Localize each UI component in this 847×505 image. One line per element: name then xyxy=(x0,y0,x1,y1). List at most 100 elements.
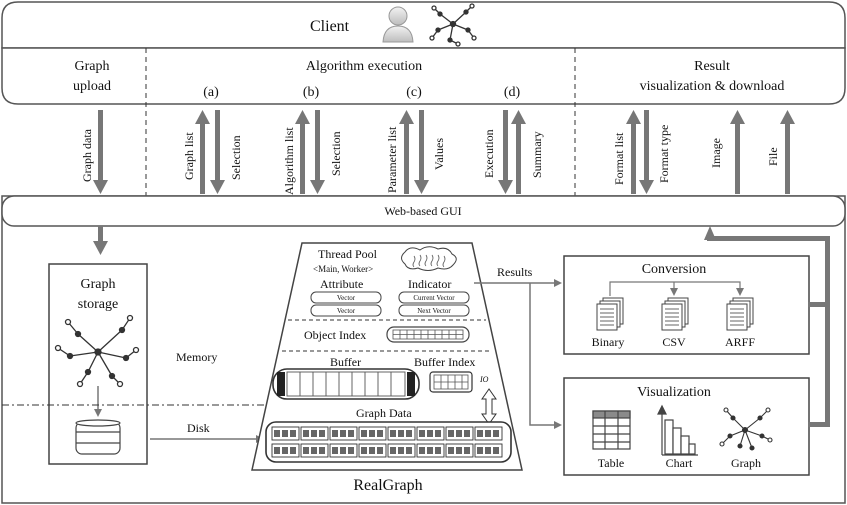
graph-data-cell xyxy=(369,430,375,437)
graph-data-cell xyxy=(282,430,288,437)
database-icon xyxy=(75,419,121,455)
graph-data-cell xyxy=(493,447,499,454)
client-title: Client xyxy=(310,18,350,35)
graph-data-cell xyxy=(390,447,396,454)
client-panel: Client xyxy=(1,1,846,49)
buffer-block xyxy=(272,368,420,400)
user-icon xyxy=(382,6,414,43)
graph-data-cell xyxy=(464,430,470,437)
buffer-index-block xyxy=(429,371,473,393)
realgraph-engine: RealGraph Thread Pool <Main, Worker> Att… xyxy=(251,242,523,494)
thread-pool-sub-label: <Main, Worker> xyxy=(313,264,373,274)
graph-data-cell xyxy=(319,430,325,437)
graph-data-cell xyxy=(348,447,354,454)
algorithm-list-arrow xyxy=(295,110,310,194)
results-label: Results xyxy=(497,265,533,279)
graph-data-label: Graph data xyxy=(80,128,94,182)
current-vector-label: Current Vector xyxy=(413,294,455,302)
graph-data-cell xyxy=(319,447,325,454)
graph-data-cell xyxy=(311,430,317,437)
indicator-label: Indicator xyxy=(408,277,451,291)
graph-data-cell xyxy=(477,447,483,454)
network-graph-icon xyxy=(54,314,140,388)
graph-data-cell xyxy=(419,447,425,454)
graph-data-cell xyxy=(427,447,433,454)
summary-label: Summary xyxy=(530,131,544,178)
gui-to-storage-arrow xyxy=(93,226,108,255)
object-index-cells xyxy=(392,329,464,340)
graph-data-cell xyxy=(435,447,441,454)
image-label: Image xyxy=(709,138,723,168)
upper-arrows xyxy=(93,110,795,194)
format-type-arrow xyxy=(639,110,654,194)
graph-data-cell xyxy=(448,430,454,437)
buffer-index-label: Buffer Index xyxy=(414,355,475,369)
conversion-title: Conversion xyxy=(642,262,707,277)
file-icon xyxy=(596,297,624,331)
step-b-label: (b) xyxy=(303,85,320,100)
format-list-label: Format list xyxy=(612,132,626,185)
graph-data-label: Graph Data xyxy=(356,406,412,420)
visualization-box: Visualization xyxy=(563,377,810,476)
format-arff-label: ARFF xyxy=(725,335,755,349)
graph-data-cell xyxy=(456,447,462,454)
graph-list-label: Graph list xyxy=(182,132,196,180)
buffer-label: Buffer xyxy=(330,355,361,369)
file-arrow xyxy=(780,110,795,194)
graph-storage-title-2: storage xyxy=(78,297,118,312)
disk-label: Disk xyxy=(187,421,210,435)
graph-data-cell xyxy=(377,430,383,437)
graph-data-cell xyxy=(464,447,470,454)
graph-data-cell xyxy=(311,447,317,454)
selection-a-label: Selection xyxy=(229,135,243,180)
vis-graph-label: Graph xyxy=(731,456,761,470)
format-type-label: Format type xyxy=(657,125,671,183)
algorithm-list-label: Algorithm list xyxy=(282,127,296,195)
result-label-1: Result xyxy=(694,59,730,74)
graph-data-block xyxy=(265,421,512,463)
graph-data-cell xyxy=(456,430,462,437)
graph-data-cell xyxy=(369,447,375,454)
graph-data-cell xyxy=(361,430,367,437)
file-label: File xyxy=(766,147,780,166)
execution-arrow xyxy=(498,110,513,194)
results-arrows xyxy=(474,279,562,429)
graph-data-cell xyxy=(332,430,338,437)
format-csv-label: CSV xyxy=(662,335,686,349)
graph-data-cell xyxy=(303,430,309,437)
graph-data-cell xyxy=(290,430,296,437)
graph-data-cell xyxy=(427,430,433,437)
vector-1-label: Vector xyxy=(337,294,356,302)
result-label-2: visualization & download xyxy=(640,79,785,94)
bar-chart-icon xyxy=(657,404,698,456)
graph-data-cell xyxy=(435,430,441,437)
graph-data-cell xyxy=(406,447,412,454)
graph-data-cell xyxy=(419,430,425,437)
table-icon xyxy=(592,410,631,450)
step-c-label: (c) xyxy=(406,85,422,100)
selection-a-arrow xyxy=(210,110,225,194)
summary-arrow xyxy=(511,110,526,194)
sections-row: Graph upload Algorithm execution Result … xyxy=(1,47,846,105)
graph-data-cell xyxy=(290,447,296,454)
values-label: Values xyxy=(432,138,446,170)
selection-b-label: Selection xyxy=(329,131,343,176)
next-vector-label: Next Vector xyxy=(417,307,451,315)
vis-chart-label: Chart xyxy=(666,456,693,470)
format-list-arrow xyxy=(626,110,641,194)
step-d-label: (d) xyxy=(504,85,521,100)
conversion-box: Conversion Binary CSV ARFF xyxy=(563,255,810,355)
execution-label: Execution xyxy=(482,129,496,178)
graph-data-cell xyxy=(340,447,346,454)
realgraph-title: RealGraph xyxy=(353,477,422,494)
graph-data-cell xyxy=(493,430,499,437)
graph-data-cell xyxy=(274,430,280,437)
graph-storage-box: Graph storage xyxy=(48,263,148,465)
file-icon xyxy=(661,297,689,331)
step-a-label: (a) xyxy=(203,85,219,100)
graph-upload-label-1: Graph xyxy=(75,59,110,74)
graph-data-cell xyxy=(485,430,491,437)
graph-data-cell xyxy=(398,447,404,454)
graph-upload-label-2: upload xyxy=(73,79,111,94)
